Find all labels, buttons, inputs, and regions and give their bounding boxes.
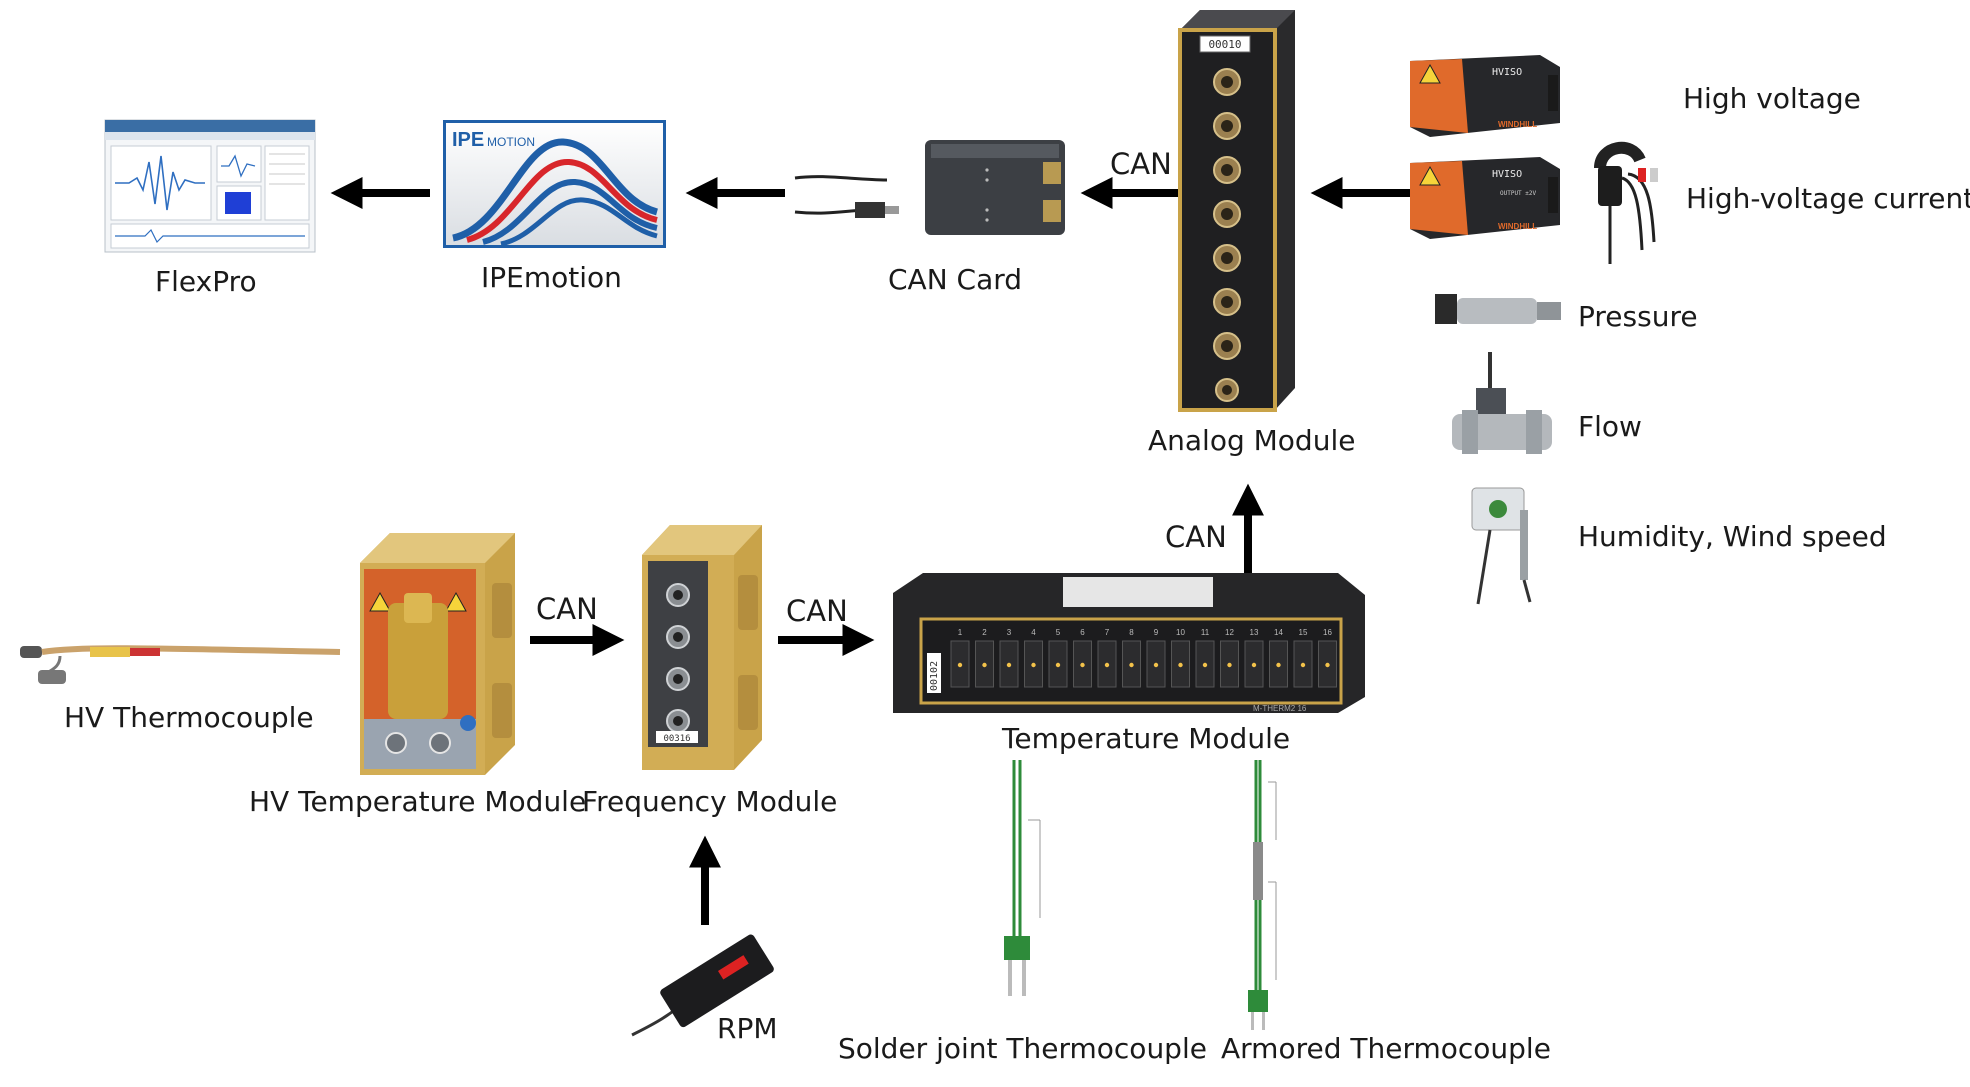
thermo-port-led-4 bbox=[1031, 662, 1036, 668]
ipe-logo-suffix: MOTION bbox=[487, 135, 535, 149]
hv-thermocouple-label: HV Thermocouple bbox=[64, 701, 314, 734]
pressure-sensor bbox=[1435, 294, 1561, 324]
can-label-temp-to-analog: CAN bbox=[1165, 520, 1227, 554]
frequency-module-device: 00316 bbox=[642, 525, 762, 770]
thermo-port-led-12 bbox=[1227, 662, 1232, 668]
rpm-label: RPM bbox=[717, 1012, 778, 1045]
thermo-channel-number: 9 bbox=[1154, 628, 1159, 637]
hviso-brand-2: WINDHILL bbox=[1498, 222, 1537, 231]
thermo-channel-number: 11 bbox=[1201, 628, 1210, 637]
flow-sensor bbox=[1452, 352, 1552, 454]
hv-temperature-module-device bbox=[360, 533, 515, 775]
thermo-port-led-1 bbox=[957, 662, 963, 668]
can-label-freq-to-temp: CAN bbox=[786, 594, 848, 628]
can-card-label: CAN Card bbox=[888, 263, 1023, 296]
thermo-channel-number: 3 bbox=[1007, 628, 1012, 637]
thermo-channel-number: 2 bbox=[982, 628, 987, 637]
frequency-module-id: 00316 bbox=[663, 734, 690, 744]
temperature-module-id: 00102 bbox=[929, 661, 940, 691]
humidity-wind-sensor bbox=[1471, 487, 1532, 605]
current-clamp-probe bbox=[1594, 141, 1658, 264]
hviso-title-1: HVISO bbox=[1492, 67, 1522, 78]
thermo-channel-number: 4 bbox=[1031, 628, 1036, 637]
thermo-port-led-6 bbox=[1080, 662, 1085, 668]
can-label-analog-to-card: CAN bbox=[1110, 147, 1172, 181]
can-card-device bbox=[794, 140, 1065, 235]
high-voltage-label: High voltage bbox=[1683, 82, 1861, 115]
thermo-port-led-10 bbox=[1178, 662, 1183, 668]
solder-joint-thermocouple bbox=[1004, 760, 1041, 996]
ipemotion-logo: IPE MOTION bbox=[443, 120, 666, 248]
thermo-channel-number: 13 bbox=[1250, 628, 1259, 637]
thermo-port-led-8 bbox=[1129, 662, 1134, 668]
frequency-module-label: Frequency Module bbox=[582, 785, 838, 818]
hviso-module-2: HVISO OUTPUT ±2V WINDHILL bbox=[1410, 157, 1560, 239]
thermo-port-led-15 bbox=[1300, 662, 1306, 668]
rpm-sensor bbox=[631, 934, 774, 1037]
thermo-channel-number: 12 bbox=[1225, 628, 1234, 637]
analog-module-device: 00010 bbox=[1178, 10, 1295, 412]
thermo-port-led-5 bbox=[1055, 662, 1061, 668]
hviso-brand-1: WINDHILL bbox=[1498, 120, 1537, 129]
thermo-channel-number: 14 bbox=[1274, 628, 1283, 637]
analog-module-label: Analog Module bbox=[1148, 424, 1356, 457]
armored-thermocouple bbox=[1248, 760, 1277, 1030]
pressure-label: Pressure bbox=[1578, 300, 1698, 333]
thermo-port-led-2 bbox=[982, 662, 987, 668]
thermo-port-led-7 bbox=[1104, 662, 1110, 668]
thermo-channel-number: 1 bbox=[958, 628, 963, 637]
thermo-channel-number: 10 bbox=[1176, 628, 1185, 637]
temperature-module-model: M-THERM2 16 bbox=[1253, 704, 1307, 713]
thermo-port-led-13 bbox=[1251, 662, 1257, 668]
hviso-module-1: HVISO WINDHILL bbox=[1410, 55, 1560, 137]
analog-module-id: 00010 bbox=[1208, 38, 1241, 51]
ipemotion-label: IPEmotion bbox=[481, 261, 622, 294]
armored-thermocouple-label: Armored Thermocouple bbox=[1221, 1032, 1551, 1065]
can-label-hv-to-freq: CAN bbox=[536, 592, 598, 626]
solder-joint-thermocouple-label: Solder joint Thermocouple bbox=[838, 1032, 1207, 1065]
thermo-channel-number: 5 bbox=[1056, 628, 1061, 637]
high-voltage-current-label: High-voltage current bbox=[1686, 182, 1970, 215]
thermo-channel-number: 16 bbox=[1323, 628, 1332, 637]
hv-thermocouple-cable bbox=[20, 645, 341, 684]
hv-temperature-module-label: HV Temperature Module bbox=[249, 785, 587, 818]
flexpro-screenshot bbox=[104, 119, 316, 253]
hviso-output-2: OUTPUT ±2V bbox=[1500, 190, 1537, 197]
thermo-channel-number: 6 bbox=[1080, 628, 1085, 637]
thermo-channel-number: 15 bbox=[1299, 628, 1308, 637]
thermo-channel-number: 8 bbox=[1129, 628, 1134, 637]
thermo-channel-number: 7 bbox=[1105, 628, 1110, 637]
hviso-title-2: HVISO bbox=[1492, 169, 1522, 180]
thermo-port-led-11 bbox=[1202, 662, 1208, 668]
humidity-wind-label: Humidity, Wind speed bbox=[1578, 520, 1887, 553]
flexpro-label: FlexPro bbox=[155, 265, 257, 298]
thermo-port-led-3 bbox=[1006, 662, 1012, 668]
temperature-module-label: Temperature Module bbox=[1002, 722, 1291, 755]
thermo-port-led-9 bbox=[1153, 662, 1159, 668]
thermo-port-led-16 bbox=[1325, 662, 1330, 668]
flow-label: Flow bbox=[1578, 410, 1642, 443]
ipe-logo-prefix: IPE bbox=[452, 129, 484, 151]
thermo-port-led-14 bbox=[1276, 662, 1281, 668]
